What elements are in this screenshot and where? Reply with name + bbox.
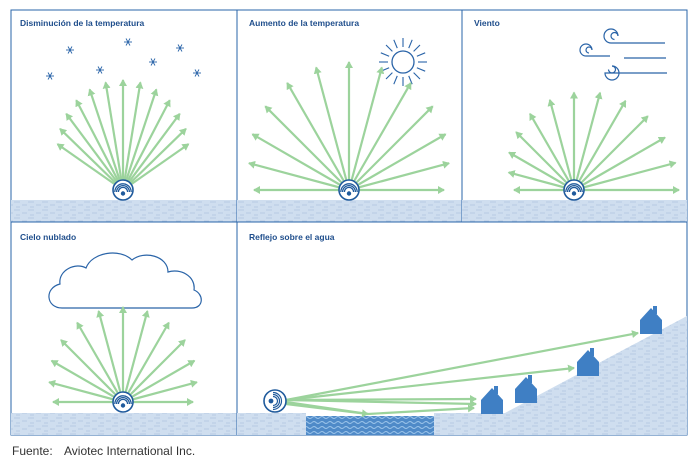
cloud-icon [48,252,202,309]
diagram-canvas: Disminución de la temperatura Aumento de… [10,9,688,436]
panel-water-reflection: Reflejo sobre el agua [236,221,688,436]
signal-arrow [573,136,666,191]
signal-arrow [348,105,434,191]
signal-arrow [347,66,385,191]
signal-arrow [248,160,350,192]
panel-temperature-decrease: Disminución de la temperatura [10,9,238,223]
houses [481,306,662,414]
signal-arrow [367,404,475,416]
detector-icon [112,179,134,201]
signal-arrow [313,66,351,191]
signal-arrow [121,81,144,191]
detector-icon [112,391,134,413]
signal-arrow [285,330,639,402]
hill-ground [237,316,687,435]
snowflake-icon [96,66,104,74]
snowflake-icon [66,46,74,54]
detector-icon [263,389,287,413]
signal-arrow [87,88,125,191]
ground [11,200,237,222]
detector-signal-arrows [507,91,680,201]
panel-temperature-increase: Aumento de la temperatura [236,9,463,223]
signal-arrow [251,133,350,191]
signal-arrow [348,82,412,191]
signal-arrow [286,82,350,191]
panel-title: Disminución de la temperatura [20,18,144,28]
panel-cloudy-sky: Cielo nublado [10,221,238,436]
source-label: Fuente: [12,444,53,458]
snowflake-icon [124,38,132,46]
house-icon [577,348,599,376]
signal-arrow [264,105,350,191]
detector-icon [563,179,585,201]
panel-title: Viento [474,18,500,28]
snowflake-icon [193,69,201,77]
panel-title: Cielo nublado [20,232,76,242]
detector-signal-arrows [48,306,198,413]
signal-arrow [102,81,125,191]
snowflake-icon [46,72,54,80]
snowflake-icon [149,58,157,66]
detector-icon [338,179,360,201]
reflection-arrows [285,330,639,418]
source-text: Aviotec International Inc. [64,444,196,458]
signal-arrow [348,160,450,192]
snowflake-icons [46,38,201,80]
signal-arrow [285,364,575,402]
water [306,416,434,435]
signal-arrow [75,99,124,191]
signal-arrow [348,133,447,191]
detector-signal-arrows [248,61,450,201]
panel-title: Aumento de la temperatura [249,18,359,28]
panel-wind: Viento [461,9,688,223]
house-icon [640,306,662,334]
house-icon [515,375,537,403]
ground [462,200,687,222]
sun-icon [379,38,427,86]
signal-arrow [573,115,649,191]
signal-arrow [122,99,171,191]
signal-arrow [285,402,369,418]
signal-arrow [285,395,477,404]
signal-arrow [573,99,627,191]
signal-arrow [121,88,159,191]
signal-arrow [573,160,677,192]
detector-signal-arrows [56,79,190,201]
house-icon [481,386,503,414]
source-line: Fuente: Aviotec International Inc. [12,444,195,458]
wind-icon [579,28,667,81]
snowflake-icon [176,44,184,52]
panel-title: Reflejo sobre el agua [249,232,335,242]
signal-arrow [572,91,603,191]
ground [11,413,237,435]
ground [237,200,462,222]
